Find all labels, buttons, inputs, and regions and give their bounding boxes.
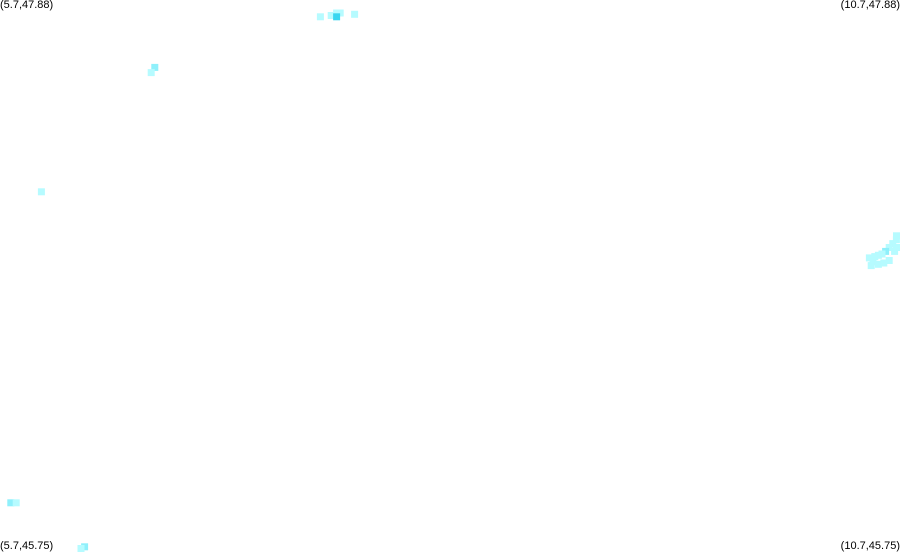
density-cell (327, 12, 335, 19)
density-cell (37, 188, 45, 196)
density-cell (81, 543, 89, 551)
density-cell (885, 257, 893, 264)
density-cell (351, 10, 359, 18)
density-cell (77, 545, 85, 552)
density-cell (867, 262, 875, 270)
corner-label-top-left: (5.7,47.88) (0, 0, 54, 11)
density-cell (865, 254, 873, 262)
density-cell (882, 247, 890, 255)
density-cell (891, 247, 899, 255)
density-cell (893, 244, 900, 251)
density-cell (333, 9, 341, 17)
density-cell (147, 69, 155, 77)
density-cell (869, 258, 877, 266)
density-cell (889, 240, 897, 248)
density-cell (878, 250, 886, 258)
density-cell (333, 13, 341, 21)
corner-label-top-right: (10.7,47.88) (840, 0, 900, 11)
density-cell (336, 9, 344, 17)
density-cell (892, 236, 900, 244)
density-cell (871, 253, 879, 261)
corner-label-bottom-right: (10.7,45.75) (840, 540, 900, 552)
density-cell (880, 259, 888, 267)
corner-label-bottom-left: (5.7,45.75) (0, 540, 54, 552)
density-cell (874, 260, 882, 268)
density-cell (12, 499, 20, 507)
density-cell (893, 232, 900, 240)
density-cell (316, 13, 324, 21)
density-cells (7, 9, 900, 552)
density-cell (885, 244, 893, 251)
density-cell (151, 63, 159, 71)
density-cell (874, 251, 882, 259)
density-cell (7, 499, 15, 507)
